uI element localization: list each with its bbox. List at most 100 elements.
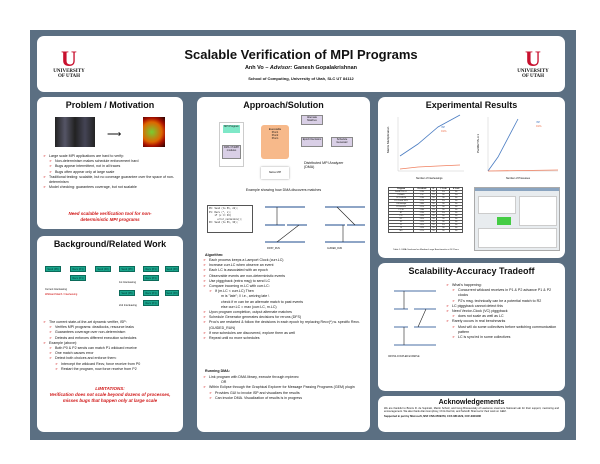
alternate-matches-box: Alternate Matches <box>301 115 323 125</box>
ack-text: We are thankful to Bronis R. de Supinski… <box>384 407 559 414</box>
node-recv-p1: Recv (P1) <box>143 275 159 281</box>
chart-matrix-multiplication: Matrix Multiplication ISP DMA Number of … <box>386 114 464 180</box>
epoch-decisions-box: Epoch Decisions <box>301 137 323 147</box>
bullet-item: Can invoke DMA. Visualization of results… <box>203 396 368 401</box>
ack-support: Supported in part by Microsoft, NSF CNS-… <box>384 414 481 418</box>
bullet-item: m is "late"; // i.e., arriving late \ <box>221 294 270 299</box>
bullet-item: does not scale as well as LC <box>446 314 561 319</box>
conclusion: Need scalable verification tool for non-… <box>68 211 152 222</box>
dma-lib-box: DMA / PnMPI modules <box>222 145 241 159</box>
node-recv-p1: Recv (P1) <box>143 266 159 272</box>
background-section: Background/Related Work Send (P0) Recv (… <box>37 236 183 432</box>
table-cell: No <box>429 229 438 233</box>
legend-wildcard: Wildcard Match / Interleaving <box>45 293 78 296</box>
bullet-item: Upon program completion, output alternat… <box>203 310 368 315</box>
arrow-icon: ⟶ <box>107 129 122 140</box>
visualization-image <box>143 117 165 147</box>
table-cell: 1.12x <box>413 229 431 233</box>
bullet-item: Restart the program, now force receive f… <box>43 367 181 372</box>
isp-line <box>487 118 519 172</box>
bullet-item: Bugs often appear only at large scale <box>43 170 181 175</box>
legend-dma: DMA <box>441 130 447 133</box>
bullet-item: What's happening: <box>446 283 561 288</box>
bullet-item: Most will do some collectives before swi… <box>446 325 561 335</box>
bullet-item: Verifies MPI programs: deadlocks, resour… <box>43 325 181 330</box>
code-line: if (x == 33) <box>209 214 232 218</box>
fig-caption: FIRST_RUN <box>267 248 280 250</box>
caption: 1st Interleaving <box>119 281 136 284</box>
poster-title: Scalable Verification of MPI Programs <box>184 47 418 62</box>
node-recv-p1: Recv (P1) <box>143 290 159 296</box>
fig-caption: CROSS-COUPLED EXAMPLE <box>388 356 420 358</box>
limitations: Verification does not scale beyond dozen… <box>49 392 171 403</box>
bullet-item: Need Vector-Clock (VC) piggyback <box>446 309 561 314</box>
algorithm-title: Algorithm: <box>205 253 224 257</box>
affiliation: School of Computing, University of Utah,… <box>248 76 354 81</box>
tradeoff-section: Scalability-Accuracy Tradeoff CROSS-COUP… <box>378 263 565 391</box>
author-line: Anh Vo – Advisor: Ganesh Gopalakrishnan <box>244 65 358 71</box>
problem-section: Problem / Motivation ⟶ Large scale MPI a… <box>37 97 183 229</box>
chart1-xlabel: Number of Interleavings <box>416 177 443 180</box>
match-diagrams <box>265 206 365 243</box>
bullet-item: Proc's are restarted & follow the decisi… <box>203 320 368 330</box>
node-recv-p1: Recv (P1) <box>70 266 86 272</box>
node-recv-p1: Recv (P1) <box>70 275 86 281</box>
bullet-item: If (m.LC < curr.LC) Then <box>203 289 368 294</box>
supercomputer-image <box>55 117 95 147</box>
legend-dma: DMA <box>536 125 542 128</box>
chart-parmetis: ParMETIS-3.1 ISP DMA Number of Processes <box>476 117 559 180</box>
bullet-item: OR <box>221 380 227 385</box>
caption: 2nd Interleaving <box>119 304 137 307</box>
bullet-item: Each process keeps a Lamport Clock (curr… <box>203 258 368 263</box>
bullet-item: LC piggyback cannot detect this <box>446 304 561 309</box>
bullet-item: P2's msg. technically can be a potential… <box>446 299 561 304</box>
section-title: Acknowledgements <box>438 399 505 406</box>
node-send-p2: Send (P2) <box>165 266 179 272</box>
results-section: Experimental Results Matrix Multiplicati… <box>378 97 565 258</box>
node-send-p0: Send (P0) <box>119 266 135 272</box>
node-send-p2: Send (P2) <box>165 290 179 296</box>
bullet-item: Detect both choices and enforce them: <box>43 356 181 361</box>
node-send-p0: Send (P0) <box>119 290 135 296</box>
bullet-item: Schedule Generator generates decisions f… <box>203 315 368 320</box>
dma-line <box>399 164 461 170</box>
bullet-item: Large scale MPI applications are hard to… <box>43 154 181 159</box>
eclipse-gem-screenshot <box>474 187 560 251</box>
acknowledgements-section: Acknowledgements We are thankful to Bron… <box>378 396 565 432</box>
table-caption: Table 1: DMA Overhead on Medium-Large Be… <box>393 249 459 251</box>
section-title: Approach/Solution <box>243 100 324 110</box>
bullet-item: Intercept the wildcard Recv, force recei… <box>43 362 181 367</box>
section-title: Scalability-Accuracy Tradeoff <box>408 266 535 276</box>
table-cell: MG <box>387 229 415 233</box>
bullet-item: Link program with DMA library, execute t… <box>203 375 368 380</box>
code-line: P0: Send (to P1, 22); <box>209 207 238 210</box>
dma-label: Distributed MPI Analyzer (DMA) <box>304 161 344 169</box>
bullet-item: Compare incoming m.LC with curr.LC: <box>203 284 368 289</box>
bullet-item: Use piggyback (extra msg) to send LC <box>203 279 368 284</box>
section-title: Experimental Results <box>425 100 518 110</box>
bullet-item: Increase curr.LC when observe an event <box>203 263 368 268</box>
bullet-item: Repeat until no more schedules <box>203 336 368 341</box>
section-title: Background/Related Work <box>53 239 167 249</box>
bullet-item: Bugs appear intermittent, not in all tra… <box>43 164 181 169</box>
table-cell: No <box>436 229 451 233</box>
bullet-item: If new schedules are discovered, explore… <box>203 331 368 336</box>
running-title: Running DMA: <box>205 369 230 373</box>
fig-caption: GUIDED_RUN <box>327 248 343 250</box>
bullet-item: Example (above): <box>43 341 181 346</box>
bullet-item: Traditional testing: scalable, but no co… <box>43 175 181 185</box>
code-line: P1: Recv (*, x); <box>209 210 232 214</box>
legend-isp: ISP <box>441 126 445 129</box>
code-snippet: P0: Send (to P1, 22);P1: Recv (*, x); if… <box>207 205 253 233</box>
node-send-p2: Send (P2) <box>95 266 111 272</box>
bullet-item: Both P0 & P2 sends can match P1 wildcard… <box>43 346 181 351</box>
legend-isp: ISP <box>536 121 540 124</box>
